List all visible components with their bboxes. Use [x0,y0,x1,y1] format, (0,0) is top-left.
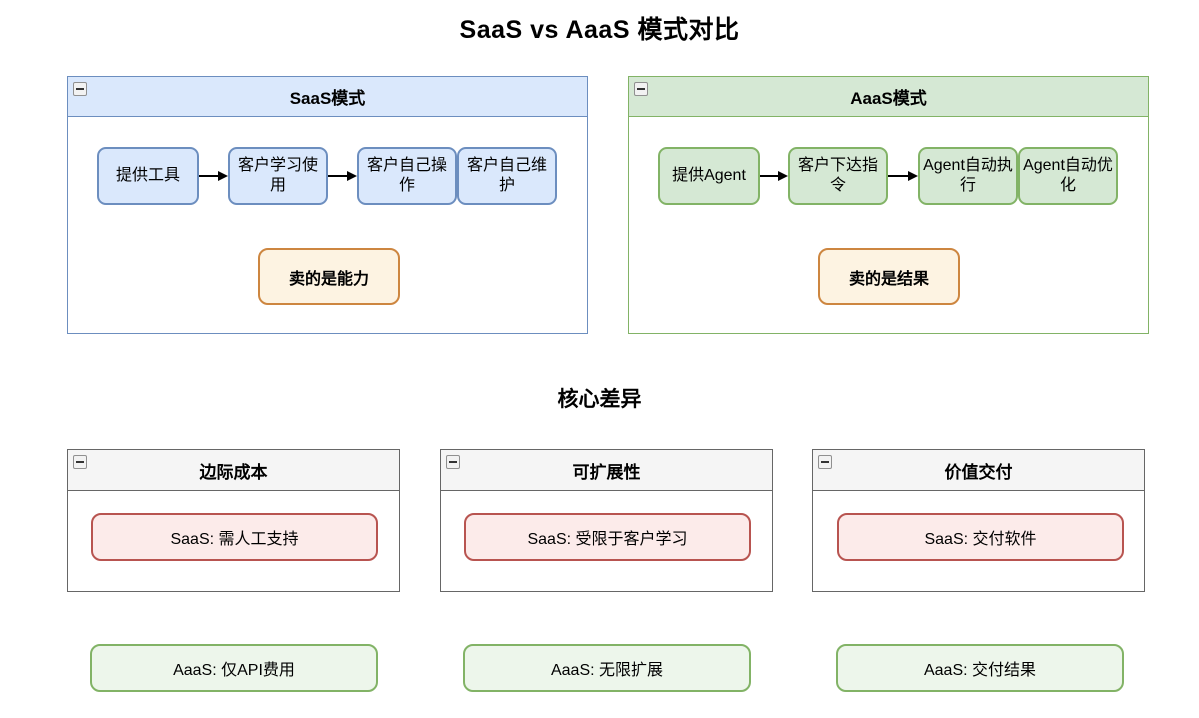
flow-node-aaas-1: 提供Agent [658,147,760,205]
saas-panel-header: SaaS模式 [68,77,587,117]
diff-panel-title: 边际成本 [199,462,268,482]
flow-node-saas-3: 客户自己操作 [357,147,457,205]
saas-panel-title: SaaS模式 [289,89,366,108]
collapse-button[interactable] [73,82,87,96]
aaas-highlight-box: 卖的是结果 [818,248,960,305]
diff-panel-header: 价值交付 [813,450,1144,491]
flow-node-saas-4: 客户自己维护 [457,147,557,205]
collapse-button[interactable] [73,455,87,469]
minus-icon [449,461,457,463]
collapse-button[interactable] [634,82,648,96]
minus-icon [76,88,84,90]
diff-panel-title: 价值交付 [944,462,1013,482]
flow-arrow-icon [328,171,357,181]
flow-node-aaas-3: Agent自动执行 [918,147,1018,205]
aaas-diff-box: AaaS: 仅API费用 [90,644,378,692]
collapse-button[interactable] [446,455,460,469]
flow-arrow-icon [888,171,918,181]
diff-panel-header: 边际成本 [68,450,399,491]
minus-icon [821,461,829,463]
flow-node-saas-1: 提供工具 [97,147,199,205]
section-title: 核心差异 [557,388,642,411]
collapse-button[interactable] [818,455,832,469]
diff-panel-header: 可扩展性 [441,450,772,491]
aaas-diff-box: AaaS: 交付结果 [836,644,1124,692]
minus-icon [637,88,645,90]
flow-arrow-icon [199,171,228,181]
saas-diff-box: SaaS: 交付软件 [837,513,1124,561]
flow-node-aaas-2: 客户下达指令 [788,147,888,205]
minus-icon [76,461,84,463]
saas-highlight-box: 卖的是能力 [258,248,400,305]
page-title: SaaS vs AaaS 模式对比 [459,16,740,44]
saas-diff-box: SaaS: 需人工支持 [91,513,378,561]
flow-arrow-icon [760,171,788,181]
flow-node-saas-2: 客户学习使用 [228,147,328,205]
saas-diff-box: SaaS: 受限于客户学习 [464,513,751,561]
flow-node-aaas-4: Agent自动优化 [1018,147,1118,205]
aaas-diff-box: AaaS: 无限扩展 [463,644,751,692]
aaas-panel-title: AaaS模式 [850,89,927,108]
diff-panel-title: 可扩展性 [572,462,641,482]
aaas-panel-header: AaaS模式 [629,77,1148,117]
